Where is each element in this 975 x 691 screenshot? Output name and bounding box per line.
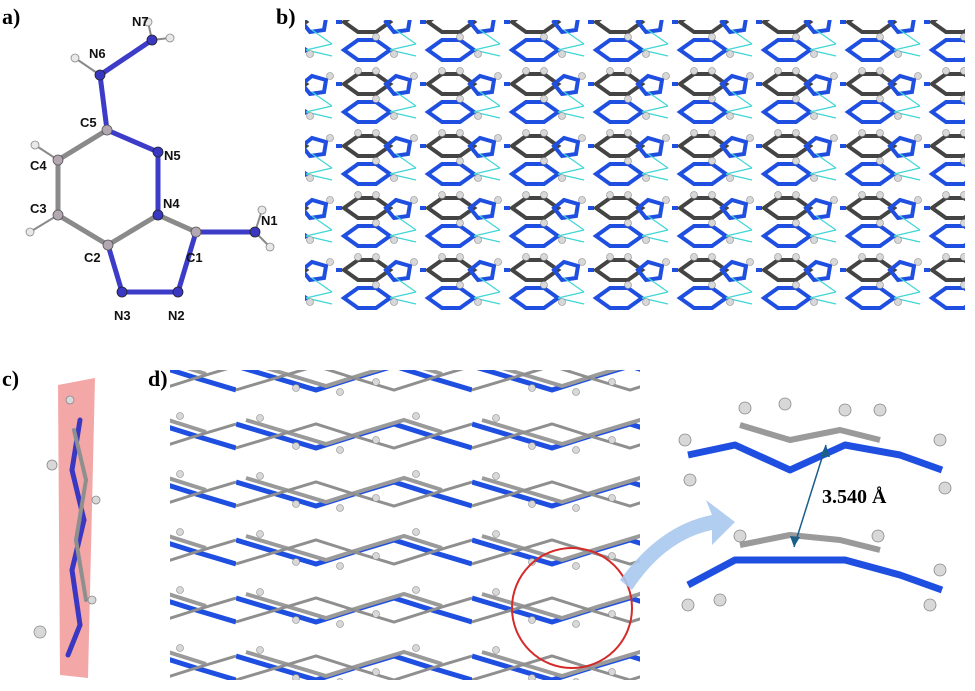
hbond-network-layer [305, 20, 965, 310]
stacking-distance-label: 3.540 Å [822, 485, 887, 508]
panel-a-molecule: N7 N6 C5 N5 C4 C3 N4 N1 C2 C1 N3 N2 [25, 14, 278, 323]
zoom-arrow [620, 500, 735, 590]
atom-label-n3: N3 [114, 308, 131, 323]
panel-d-layered-stacking: 3.540 Å [170, 370, 952, 680]
atom-label-c5: C5 [80, 115, 97, 130]
atom-label-c4: C4 [30, 158, 47, 173]
bond-c2-n4 [105, 212, 161, 248]
stacked-dimer-zoom [678, 397, 952, 612]
atom-label-n1: N1 [261, 213, 278, 228]
atom-label-n4: N4 [163, 196, 180, 211]
atom-label-c3: C3 [30, 201, 47, 216]
bond-c2-n3 [105, 242, 125, 295]
atom-label-n6: N6 [89, 46, 106, 61]
hydrogen-atoms [25, 17, 275, 252]
stacking-distance-line [793, 444, 827, 548]
bond-c3-c2 [55, 212, 111, 248]
bond-c5-n6 [97, 72, 110, 133]
atom-label-c2: C2 [84, 250, 101, 265]
highlight-circle [511, 547, 633, 669]
carbon-atoms [52, 124, 202, 251]
bond-c5-n5 [104, 127, 161, 155]
panel-label-b: b) [276, 4, 296, 29]
panel-label-c: c) [2, 366, 19, 391]
stacked-layers [170, 370, 640, 680]
panel-label-a: a) [2, 4, 20, 29]
bond-n4-c1 [155, 212, 199, 235]
atom-label-c1: C1 [186, 250, 203, 265]
panel-b-hbond-network [305, 20, 965, 310]
nitrogen-atoms [94, 34, 261, 298]
bond-n6-n7 [97, 37, 155, 78]
panel-label-d: d) [148, 366, 168, 391]
atom-label-n2: N2 [168, 308, 185, 323]
atom-label-n5: N5 [164, 148, 181, 163]
atom-label-n7: N7 [132, 14, 149, 29]
panel-c-plane-view [33, 378, 101, 678]
bond-n2-c1 [175, 229, 199, 295]
bond-c5-c4 [55, 127, 110, 163]
